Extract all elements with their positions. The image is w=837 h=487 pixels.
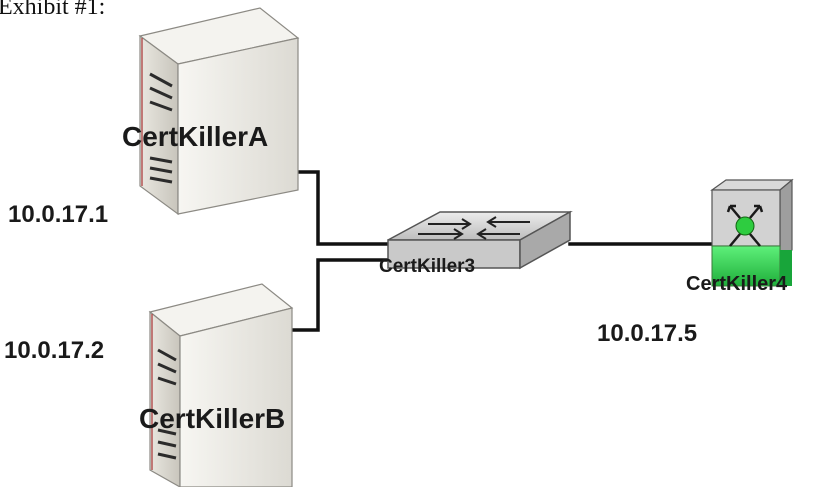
server-a-icon[interactable] (138, 7, 300, 216)
switch-icon[interactable] (387, 210, 573, 270)
server-a-ip: 10.0.17.1 (8, 201, 108, 228)
network-links (281, 170, 714, 332)
router-name: CertKiller4 (686, 273, 788, 295)
server-b-ip: 10.0.17.2 (4, 337, 104, 364)
server-b-name: CertKillerB (139, 403, 285, 434)
switch-name: CertKiller3 (379, 256, 475, 277)
server-b-icon[interactable] (148, 283, 294, 487)
exhibit-title: Exhibit #1: (0, 0, 105, 20)
router-ip: 10.0.17.5 (597, 320, 697, 347)
link-a-to-switch (288, 170, 412, 246)
server-a-name: CertKillerA (122, 121, 268, 152)
link-b-to-switch (281, 258, 402, 332)
router-icon[interactable] (710, 178, 794, 287)
